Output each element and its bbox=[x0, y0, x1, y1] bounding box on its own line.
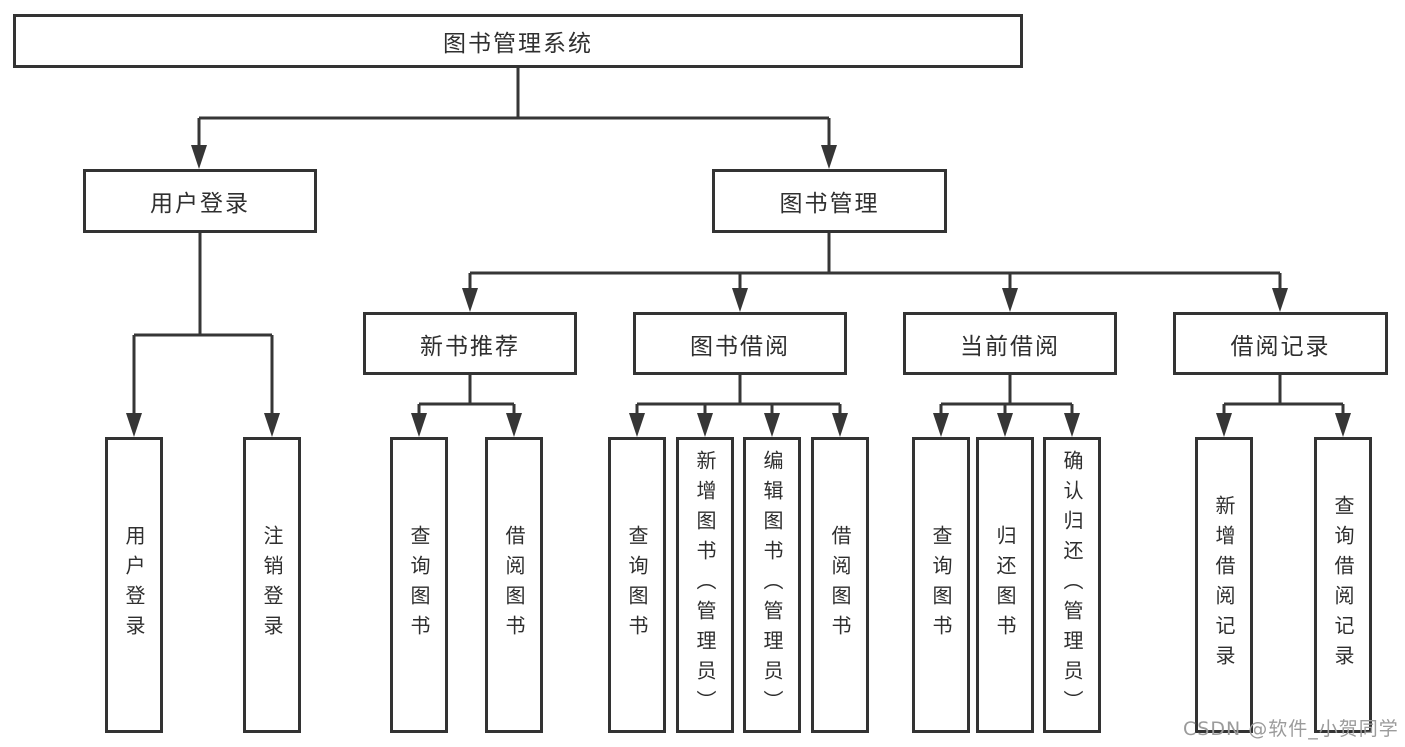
node-book-management-label: 图书管理 bbox=[779, 191, 880, 217]
node-current-borrowing: 当前借阅 bbox=[903, 312, 1117, 375]
leaf-edit-book-admin-label: 编辑图书（管理员） bbox=[760, 450, 784, 720]
node-book-borrowing-label: 图书借阅 bbox=[690, 333, 790, 360]
node-library-management-system-label: 图书管理系统 bbox=[443, 31, 593, 57]
node-borrowing-records-label: 借阅记录 bbox=[1230, 333, 1331, 360]
node-library-management-system: 图书管理系统 bbox=[13, 14, 1023, 68]
leaf-borrow-books-recommend: 借阅图书 bbox=[485, 437, 543, 733]
leaf-borrow-books-label: 借阅图书 bbox=[828, 525, 852, 645]
leaf-borrow-books: 借阅图书 bbox=[811, 437, 869, 733]
leaf-query-books-borrow-label: 查询图书 bbox=[625, 525, 649, 645]
leaf-user-login: 用户登录 bbox=[105, 437, 163, 733]
leaf-add-book-admin-label: 新增图书（管理员） bbox=[693, 450, 717, 720]
node-user-login-label: 用户登录 bbox=[150, 191, 250, 217]
arrowheads bbox=[126, 145, 1351, 437]
leaf-edit-book-admin: 编辑图书（管理员） bbox=[743, 437, 801, 733]
leaf-query-borrow-record-label: 查询借阅记录 bbox=[1331, 495, 1355, 675]
leaf-user-login-label: 用户登录 bbox=[122, 525, 146, 645]
leaf-add-book-admin: 新增图书（管理员） bbox=[676, 437, 734, 733]
node-new-book-recommendation-label: 新书推荐 bbox=[420, 333, 520, 360]
node-borrowing-records: 借阅记录 bbox=[1173, 312, 1388, 375]
node-book-borrowing: 图书借阅 bbox=[633, 312, 847, 375]
leaf-query-books-current: 查询图书 bbox=[912, 437, 970, 733]
node-user-login: 用户登录 bbox=[83, 169, 317, 233]
leaf-query-books-current-label: 查询图书 bbox=[929, 525, 953, 645]
csdn-watermark: CSDN @软件_小贺同学 bbox=[1183, 718, 1399, 740]
leaf-confirm-return-admin: 确认归还（管理员） bbox=[1043, 437, 1101, 733]
leaf-borrow-books-recommend-label: 借阅图书 bbox=[502, 525, 526, 645]
leaf-add-borrow-record: 新增借阅记录 bbox=[1195, 437, 1253, 733]
leaf-query-books-recommend-label: 查询图书 bbox=[407, 525, 431, 645]
node-current-borrowing-label: 当前借阅 bbox=[960, 333, 1060, 360]
leaf-return-books: 归还图书 bbox=[976, 437, 1034, 733]
leaf-query-books-recommend: 查询图书 bbox=[390, 437, 448, 733]
leaf-query-borrow-record: 查询借阅记录 bbox=[1314, 437, 1372, 733]
leaf-query-books-borrow: 查询图书 bbox=[608, 437, 666, 733]
leaf-logout: 注销登录 bbox=[243, 437, 301, 733]
leaf-confirm-return-admin-label: 确认归还（管理员） bbox=[1060, 450, 1084, 720]
leaf-add-borrow-record-label: 新增借阅记录 bbox=[1212, 495, 1236, 675]
node-book-management: 图书管理 bbox=[712, 169, 947, 233]
node-new-book-recommendation: 新书推荐 bbox=[363, 312, 577, 375]
leaf-return-books-label: 归还图书 bbox=[993, 525, 1017, 645]
leaf-logout-label: 注销登录 bbox=[260, 525, 284, 645]
